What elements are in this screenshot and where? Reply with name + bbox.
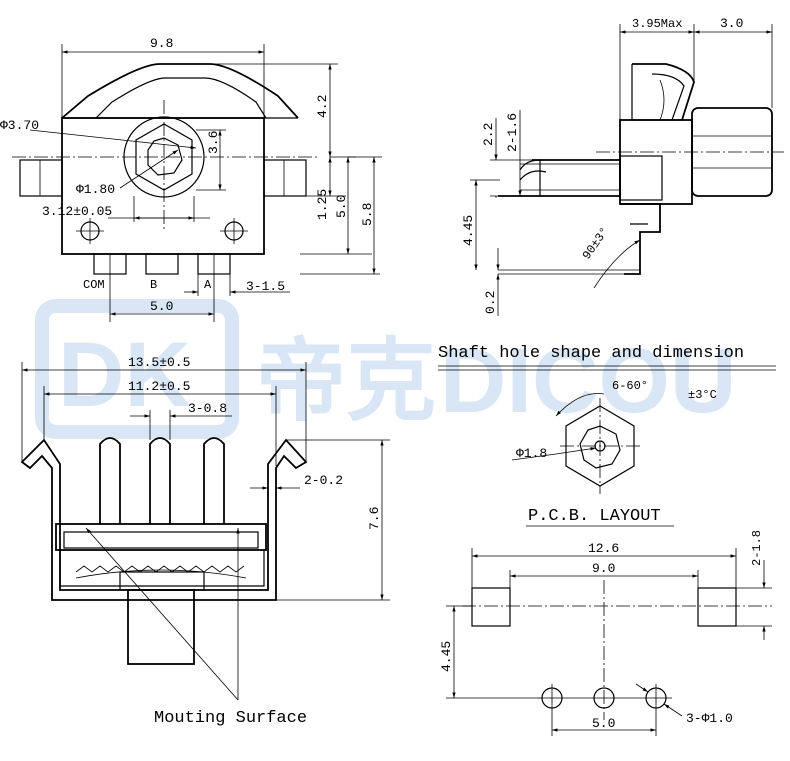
pcb-width-outer: 12.6 — [588, 541, 619, 556]
pcb-width-inner: 9.0 — [592, 561, 615, 576]
shaft-hole-section: Shaft hole shape and dimension 6-60° ±3°… — [438, 344, 776, 494]
pin-right — [203, 437, 225, 524]
pcb-pitch: 5.0 — [592, 716, 615, 731]
dim-side-b: 2-1.6 — [505, 113, 520, 152]
dim-hole-pitch: 3.12±0.05 — [42, 204, 112, 219]
dim-side-d: 0.2 — [483, 291, 498, 314]
dim-body-height: 5.0 — [334, 195, 349, 218]
side-view: 3.95Max 3.0 2.2 2-1.6 4.45 0.2 90±3° — [461, 16, 784, 316]
dim-side-angle: 90±3° — [580, 225, 612, 263]
dim-hole-dia: Φ1.80 — [76, 182, 115, 197]
dim-total-height: 5.8 — [360, 203, 375, 226]
dim-center-height: 1.25 — [315, 189, 330, 220]
dim-pin-width: 3-1.5 — [246, 279, 285, 294]
front-view: 9.8 4.2 3.6 1.25 5.0 5.8 Φ3.70 Φ1.80 3.1… — [0, 36, 382, 322]
watermark-brand-en: DICOU — [440, 330, 736, 432]
pcb-holes: 3-Φ1.0 — [686, 711, 733, 726]
pin-label-a: A — [204, 278, 212, 292]
pcb-pad-left — [471, 587, 511, 627]
bottom-wall: 2-0.2 — [304, 473, 343, 488]
shaft-hole-title: Shaft hole shape and dimension — [438, 344, 744, 363]
watermark-brand-cn: 帝克 — [256, 332, 436, 432]
pcb-layout: P.C.B. LAYOUT 12.6 9.0 2-1.8 4.45 — [439, 507, 772, 736]
shaft-hole — [147, 137, 183, 176]
pcb-pad-right — [697, 587, 737, 627]
dim-depth-max: 3.95Max — [632, 17, 682, 31]
bottom-pin-size: 3-0.8 — [188, 401, 227, 416]
shaft-hole-dia: Φ1.8 — [516, 446, 547, 461]
pin-label-com: COM — [83, 278, 105, 292]
dim-side-c: 4.45 — [461, 215, 476, 246]
bottom-view: 13.5±0.5 11.2±0.5 3-0.8 2-0.2 7.6 Moutin… — [20, 355, 390, 728]
pin-label-b: B — [150, 278, 157, 292]
dim-shaft-offset: 3.6 — [206, 131, 221, 154]
dim-top-height: 4.2 — [315, 95, 330, 118]
watermark-logo: DK — [58, 324, 191, 426]
pin-left — [99, 437, 121, 524]
pcb-height: 4.45 — [439, 641, 454, 672]
pin-center — [149, 437, 171, 524]
dim-pin-pitch: 5.0 — [150, 299, 173, 314]
dim-shaft-len: 3.0 — [720, 16, 743, 31]
dim-width: 9.8 — [150, 36, 173, 51]
mounting-surface-label: Mouting Surface — [154, 709, 307, 728]
shaft-hole-angle: 6-60° — [612, 379, 648, 393]
bottom-height: 7.6 — [367, 507, 382, 530]
dim-hex-dia: Φ3.70 — [0, 118, 39, 133]
watermark: DK 帝克 DICOU — [35, 299, 736, 439]
shaft-hole-tolerance: ±3°C — [688, 388, 717, 402]
bottom-frame — [20, 438, 308, 601]
bottom-width-outer: 13.5±0.5 — [128, 355, 190, 370]
bottom-width-inner: 11.2±0.5 — [128, 379, 190, 394]
pcb-title: P.C.B. LAYOUT — [528, 507, 661, 526]
pcb-pad: 2-1.8 — [750, 530, 764, 566]
dim-side-a: 2.2 — [481, 123, 496, 146]
bottom-shaft — [127, 589, 195, 665]
